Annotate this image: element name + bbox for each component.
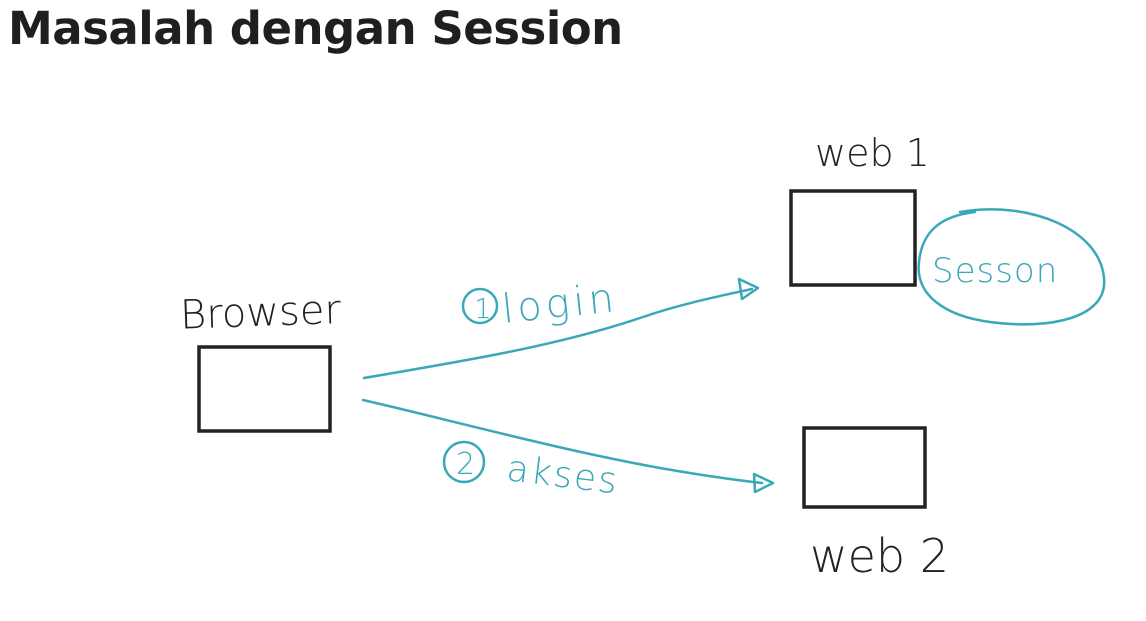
web1-box [789, 189, 917, 287]
slide-title: Masalah dengan Session [8, 2, 623, 55]
browser-label: Browser [179, 287, 342, 339]
akses-arrow-line [361, 398, 764, 485]
login-edge: 1 login [362, 275, 760, 380]
web1-label: web 1 [815, 131, 930, 175]
session-note: Sesson [932, 251, 1058, 291]
akses-step-number: 2 [456, 447, 475, 482]
login-arrowhead [737, 277, 760, 301]
browser-box [197, 345, 332, 433]
akses-edge: 2 akses [361, 398, 775, 503]
session-circle [917, 208, 1106, 326]
web2-node: web 2 [802, 426, 949, 583]
login-step-circle [461, 287, 499, 325]
web2-box [802, 426, 927, 509]
login-arrow-line [362, 287, 754, 380]
browser-node: Browser [179, 287, 342, 433]
akses-arrowhead [752, 472, 775, 494]
akses-step-circle [442, 440, 486, 484]
login-label: login [500, 275, 620, 333]
web2-label: web 2 [810, 529, 949, 583]
web1-node: web 1 [789, 131, 930, 287]
login-step-number: 1 [474, 292, 492, 325]
session-annotation: Sesson [917, 208, 1106, 326]
